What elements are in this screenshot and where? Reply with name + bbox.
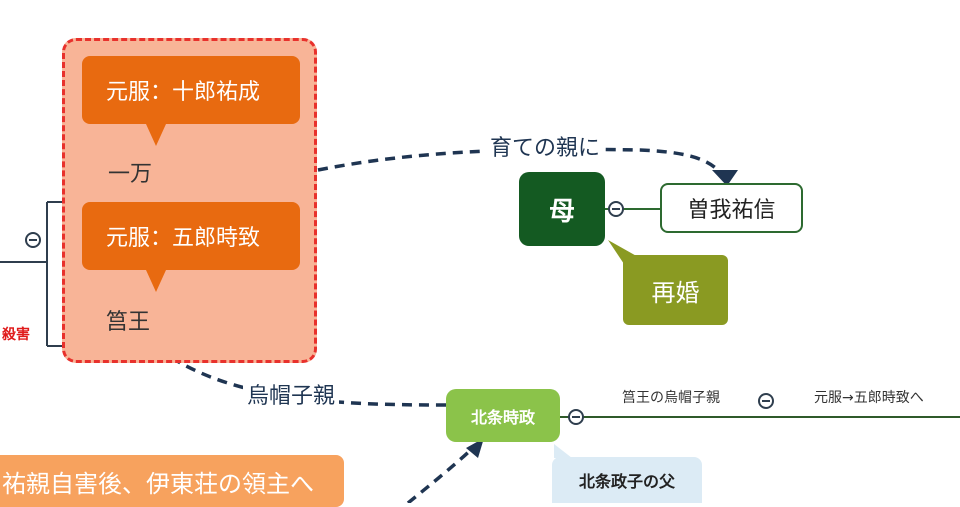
node-ito-lord[interactable]: 祐親自害後、伊東荘の領主へ — [0, 455, 344, 507]
collapse-branch-icon[interactable] — [758, 393, 774, 409]
callout-juro-text: 元服：十郎祐成 — [106, 80, 261, 105]
node-remarriage[interactable]: 再婚 — [623, 255, 728, 325]
node-mother[interactable]: 母 — [519, 172, 605, 246]
collapse-hojo-icon[interactable] — [568, 409, 584, 425]
node-masako-text: 北条政子の父 — [578, 472, 675, 491]
lower-arrow — [406, 444, 477, 503]
hojo-branch-label-1: 筥王の烏帽子親 — [622, 390, 720, 406]
callout-juro-tail — [146, 124, 166, 146]
node-soga-text: 曽我祐信 — [687, 198, 776, 223]
node-soga-sukenobu[interactable]: 曽我祐信 — [660, 183, 803, 233]
callout-juro[interactable]: 元服：十郎祐成 — [82, 56, 300, 124]
callout-goro-tail — [146, 270, 166, 292]
callout-goro-text: 元服：五郎時致 — [106, 226, 261, 251]
eboshi-label: 烏帽子親 — [243, 378, 340, 410]
collapse-mother-icon[interactable] — [608, 201, 624, 217]
collapse-left-icon[interactable] — [25, 232, 41, 248]
callout-goro[interactable]: 元服：五郎時致 — [82, 202, 300, 270]
node-ito-lord-text: 祐親自害後、伊東荘の領主へ — [2, 469, 314, 498]
node-mother-text: 母 — [548, 196, 575, 227]
kill-label: 殺害 — [2, 327, 30, 343]
hojo-branch-label-2: 元服→五郎時致へ — [814, 390, 924, 406]
masako-pointer — [554, 444, 572, 458]
name-hakoo: 筥王 — [106, 310, 151, 335]
node-remarriage-text: 再婚 — [651, 278, 700, 307]
raised-as-label: 育ての親に — [486, 130, 605, 162]
name-ichiman: 一万 — [108, 162, 153, 187]
node-hojo-tokimasa[interactable]: 北条時政 — [446, 389, 560, 442]
node-masako-father[interactable]: 北条政子の父 — [552, 457, 702, 503]
node-hojo-text: 北条時政 — [470, 407, 535, 427]
raised-as-arrowhead — [712, 170, 738, 186]
lower-arrowhead — [466, 438, 484, 458]
